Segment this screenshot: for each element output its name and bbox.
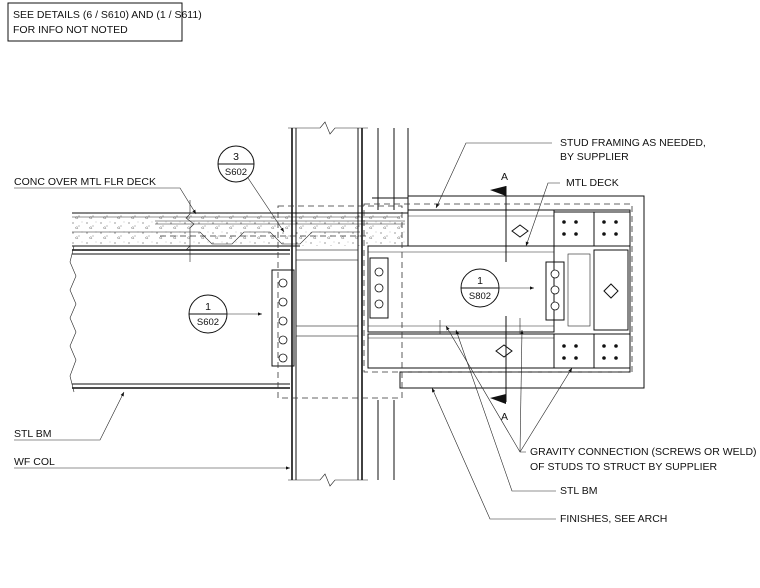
- detail-ref-num: 3: [233, 151, 239, 163]
- corner-stud-plates: [553, 211, 631, 369]
- detail-ref-1-s802[interactable]: 1 S802: [460, 268, 534, 308]
- callout-finishes-text: FINISHES, SEE ARCH: [560, 513, 667, 525]
- detail-ref-num: 1: [477, 275, 483, 287]
- callout-conc-deck: CONC OVER MTL FLR DECK: [14, 176, 197, 215]
- stud-posts: [372, 128, 409, 480]
- concrete-slab: [72, 200, 408, 262]
- callout-wf-col: WF COL: [14, 456, 290, 470]
- detail-ref-sheet: S802: [469, 291, 491, 302]
- section-mark-bottom: A: [501, 411, 508, 423]
- section-mark-top: A: [501, 171, 508, 183]
- callout-stud-framing: STUD FRAMING AS NEEDED, BY SUPPLIER: [435, 137, 706, 209]
- section-cut-bottom: A: [490, 316, 508, 423]
- steel-beam-left: [69, 245, 290, 393]
- callout-gravity-connection: GRAVITY CONNECTION (SCREWS OR WELD) OF S…: [445, 325, 757, 473]
- general-note: SEE DETAILS (6 / S610) AND (1 / S611) FO…: [7, 2, 202, 42]
- callout-gravity-text: GRAVITY CONNECTION (SCREWS OR WELD): [530, 446, 757, 458]
- callout-mtl-deck: MTL DECK: [525, 177, 619, 247]
- steel-beam-right: [367, 245, 565, 333]
- general-note-line2: FOR INFO NOT NOTED: [13, 24, 128, 36]
- section-cut-top: A: [490, 171, 508, 262]
- general-note-line1: SEE DETAILS (6 / S610) AND (1 / S611): [13, 9, 202, 21]
- callout-stud-framing-text: STUD FRAMING AS NEEDED,: [560, 137, 706, 149]
- callout-stl-bm-right-text: STL BM: [560, 485, 598, 497]
- detail-ref-3-s602[interactable]: 3 S602: [217, 145, 285, 233]
- callout-stl-bm-right: STL BM: [455, 329, 598, 497]
- callout-finishes: FINISHES, SEE ARCH: [431, 387, 667, 525]
- detail-ref-1-s602[interactable]: 1 S602: [188, 294, 262, 334]
- lower-stud-track: [367, 318, 555, 369]
- callout-wf-col-text: WF COL: [14, 456, 55, 468]
- dashed-outlines: [160, 203, 633, 399]
- callout-mtl-deck-text: MTL DECK: [566, 177, 619, 189]
- wf-column: [288, 121, 368, 487]
- detail-ref-num: 1: [205, 301, 211, 313]
- callout-stl-bm-left: STL BM: [14, 391, 125, 441]
- detail-ref-sheet: S602: [197, 317, 219, 328]
- finish-hatch: [399, 195, 645, 389]
- shear-connection-plate: [271, 249, 359, 367]
- callout-gravity-text-2: OF STUDS TO STRUCT BY SUPPLIER: [530, 461, 718, 473]
- callout-stl-bm-left-text: STL BM: [14, 428, 52, 440]
- callout-stud-framing-text-2: BY SUPPLIER: [560, 151, 629, 163]
- detail-ref-sheet: S602: [225, 167, 247, 178]
- callout-conc-deck-text: CONC OVER MTL FLR DECK: [14, 176, 156, 188]
